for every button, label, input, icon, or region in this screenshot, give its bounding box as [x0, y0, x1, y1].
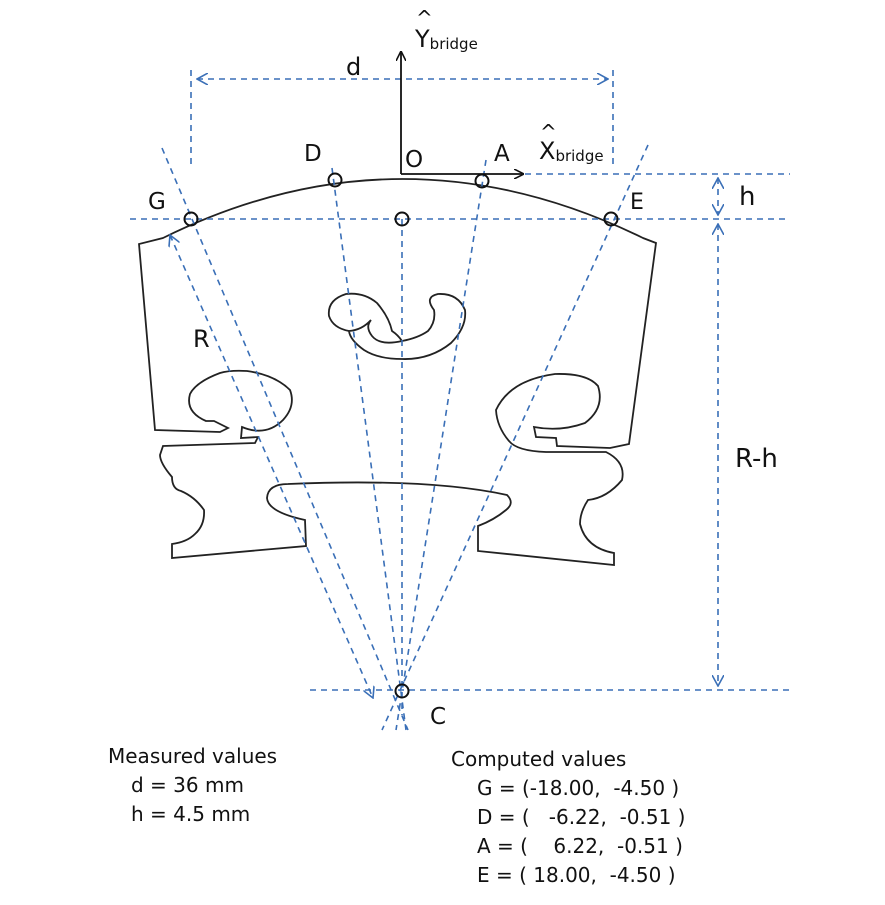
label-point-G: G [148, 189, 166, 215]
y-axis-hat: ^ [416, 6, 433, 30]
x-axis-symbol: X [539, 137, 555, 165]
r-dimension-arrow [170, 235, 373, 698]
label-R: R [193, 325, 210, 353]
y-axis-subscript: bridge [430, 35, 478, 53]
bridge-body-outline [138, 178, 657, 566]
label-d: d [346, 53, 361, 81]
radial-line-A [395, 159, 487, 731]
label-R-minus-h: R-h [735, 444, 778, 474]
label-x-axis: Xbridge [539, 137, 604, 165]
measured-value-d: d = 36 mm [131, 773, 244, 797]
radial-line-E [381, 144, 649, 731]
measured-values-title: Measured values [108, 744, 278, 768]
bridge-outline [138, 178, 657, 566]
computed-value-G: G = (-18.00, -4.50 ) [477, 776, 680, 800]
measured-values-block: Measured values d = 36 mm h = 4.5 mm [108, 742, 277, 829]
point-D-marker [327, 172, 343, 188]
x-axis-hat: ^ [540, 120, 557, 144]
measured-value-h: h = 4.5 mm [131, 802, 251, 826]
x-axis-subscript: bridge [555, 147, 603, 165]
computed-value-A: A = ( 6.22, -0.51 ) [477, 834, 683, 858]
computed-value-E: E = ( 18.00, -4.50 ) [477, 863, 676, 887]
chord-midpoint-marker [394, 211, 410, 227]
points [183, 172, 619, 699]
coordinate-axes [401, 52, 523, 174]
computed-values-block: Computed values G = (-18.00, -4.50 ) D =… [451, 745, 685, 890]
point-G-marker [183, 211, 199, 227]
y-axis-symbol: Y [414, 25, 430, 53]
computed-values-title: Computed values [451, 747, 627, 771]
labels: d Ybridge ^ Xbridge ^ O D A G E h R R-h … [148, 6, 778, 730]
label-point-D: D [304, 141, 322, 167]
point-A-marker [474, 173, 490, 189]
label-h: h [739, 182, 755, 212]
label-origin-O: O [405, 147, 423, 173]
point-E-marker [603, 211, 619, 227]
label-center-C: C [430, 704, 446, 730]
point-C-marker [394, 683, 410, 699]
label-point-E: E [630, 190, 644, 215]
radial-line-G [161, 147, 409, 731]
guide-lines [130, 70, 790, 731]
label-point-A: A [494, 141, 510, 167]
radial-line-D [331, 167, 407, 731]
label-y-axis: Ybridge [414, 25, 478, 53]
dimension-arrows [170, 79, 718, 698]
computed-value-D: D = ( -6.22, -0.51 ) [477, 805, 686, 829]
